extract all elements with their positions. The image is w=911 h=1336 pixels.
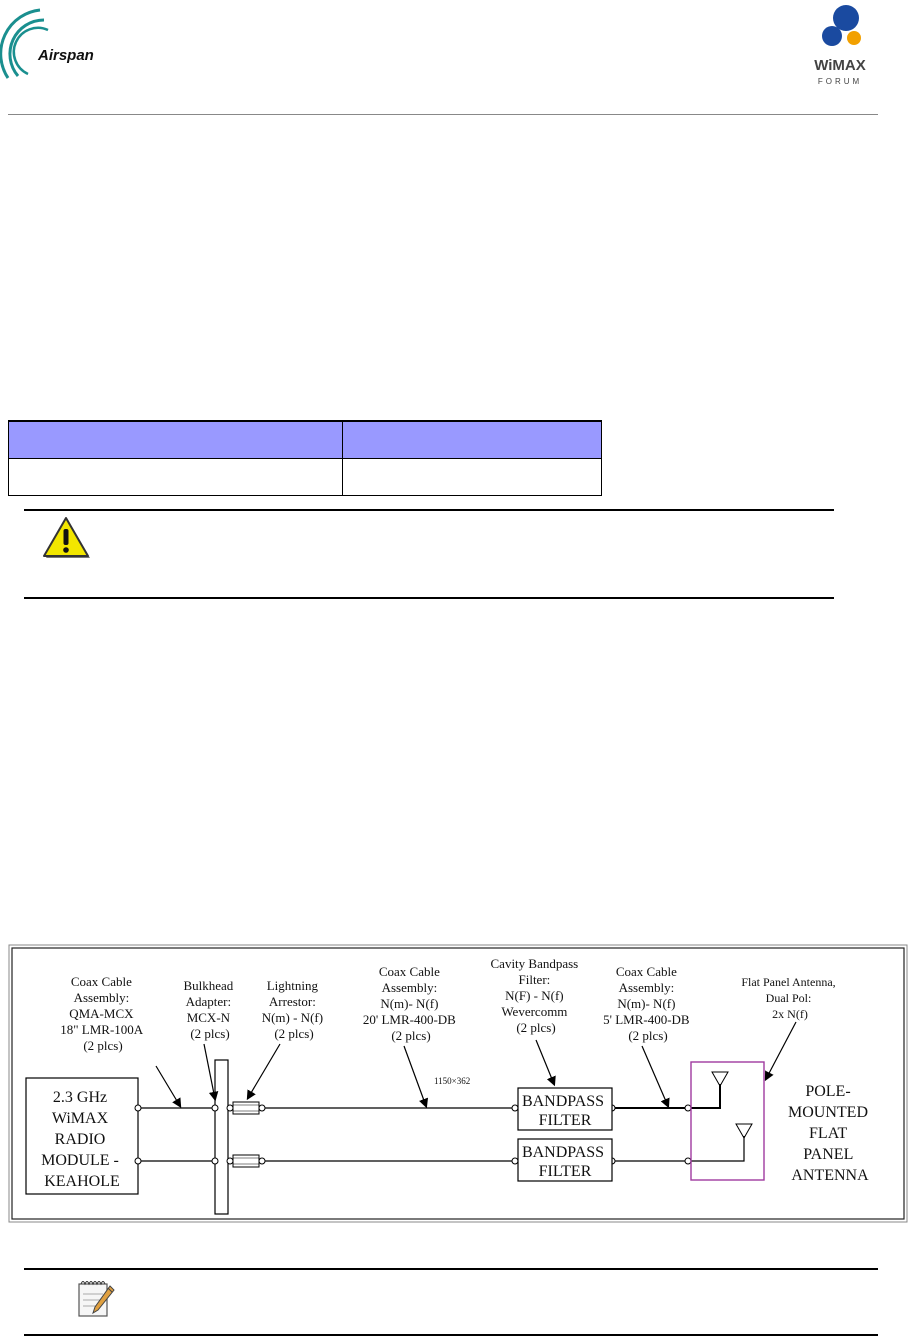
table-row <box>8 458 602 496</box>
label-lightning-arrestor: Lightning Arrestor: N(m) - N(f) (2 plcs) <box>262 978 327 1041</box>
label-coax-lmr400-5ft: Coax Cable Assembly: N(m)- N(f) 5' LMR-4… <box>603 964 693 1043</box>
table-header-cell <box>8 420 343 459</box>
header-divider <box>8 114 878 115</box>
bandpass-filter-bottom-label: BANDPASS FILTER <box>522 1144 608 1180</box>
image-size-tag: 1150×362 <box>434 1076 470 1086</box>
leader-arrows <box>155 1021 797 1109</box>
spec-table <box>8 420 602 496</box>
forum-logo-text: FORUM <box>818 77 862 86</box>
label-bulkhead-adapter: Bulkhead Adapter: MCX-N (2 plcs) <box>183 978 236 1041</box>
info-note <box>24 1268 878 1336</box>
pole-mounted-antenna-label: POLE- MOUNTED FLAT PANEL ANTENNA <box>788 1083 872 1184</box>
label-flat-panel-antenna: Flat Panel Antenna, Dual Pol: 2x N(f) <box>741 975 838 1021</box>
radio-module-label: 2.3 GHz WiMAX RADIO MODULE - KEAHOLE <box>41 1089 123 1190</box>
wimax-forum-logo: WiMAX FORUM <box>800 2 880 92</box>
notepad-icon <box>78 1281 115 1317</box>
antenna-enclosure <box>690 1061 765 1181</box>
label-coax-lmr100a: Coax Cable Assembly: QMA-MCX 18" LMR-100… <box>60 974 145 1053</box>
table-header-row <box>8 420 602 459</box>
label-coax-lmr400-20ft: Coax Cable Assembly: N(m)- N(f) 20' LMR-… <box>363 964 459 1043</box>
radio-module-box <box>25 1077 139 1195</box>
bandpass-filter-top <box>517 1087 613 1131</box>
rf-path-top <box>134 1071 729 1115</box>
bulkhead-plate <box>214 1059 229 1215</box>
caution-icon <box>43 517 90 558</box>
label-cavity-bandpass-filter: Cavity Bandpass Filter: N(F) - N(f) Weve… <box>491 956 582 1035</box>
wimax-logo-text: WiMAX <box>814 57 866 74</box>
bandpass-filter-bottom <box>517 1138 613 1182</box>
caution-note <box>24 509 834 599</box>
airspan-logo-text: Airspan <box>37 47 94 64</box>
rf-connection-diagram: Coax Cable Assembly: QMA-MCX 18" LMR-100… <box>8 944 908 1224</box>
table-cell <box>342 458 602 496</box>
table-header-cell <box>342 420 602 459</box>
bandpass-filter-top-label: BANDPASS FILTER <box>522 1093 608 1129</box>
table-cell <box>8 458 343 496</box>
airspan-logo: Airspan <box>0 0 120 100</box>
